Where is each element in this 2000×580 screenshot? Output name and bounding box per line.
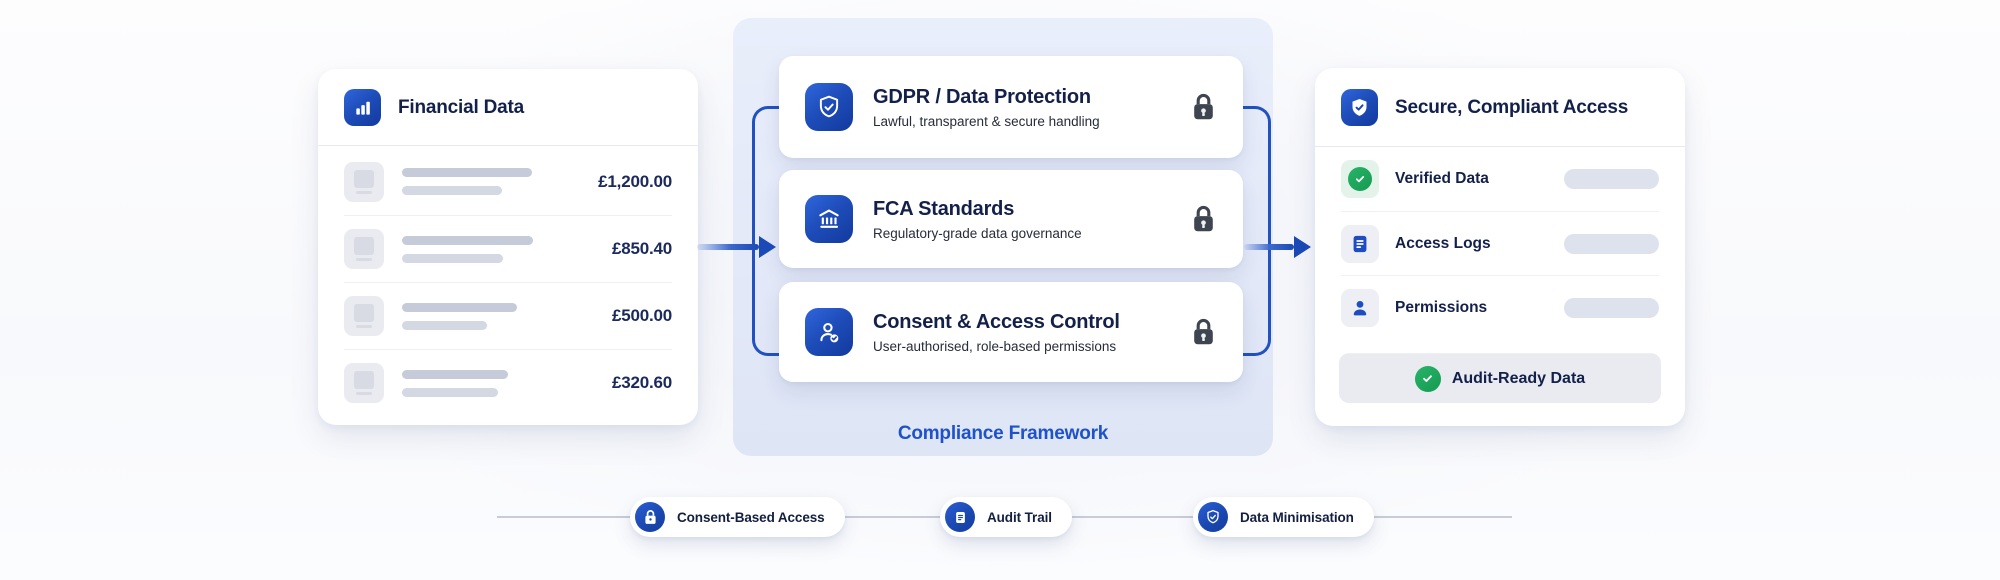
badge-label: Consent-Based Access [677, 509, 825, 525]
transaction-amount: £1,200.00 [598, 171, 672, 191]
arrow-left-to-compliance [697, 244, 759, 250]
card-text: GDPR / Data Protection Lawful, transpare… [873, 86, 1100, 129]
financial-data-header: Financial Data [318, 69, 698, 146]
arrow-compliance-to-access [1244, 244, 1294, 250]
card-title: FCA Standards [873, 197, 1015, 220]
card-subtitle: Regulatory-grade data governance [873, 225, 1082, 241]
consent-card: Consent & Access Control User-authorised… [779, 282, 1243, 382]
transaction-amount: £320.60 [611, 373, 672, 392]
card-text: Consent & Access Control User-authorised… [873, 311, 1120, 354]
document-icon [945, 502, 975, 532]
placeholder-text-bars [402, 302, 517, 330]
check-circle-icon [1341, 160, 1379, 198]
bank-icon [805, 195, 853, 243]
card-subtitle: Lawful, transparent & secure handling [873, 113, 1100, 129]
badge-label: Audit Trail [987, 509, 1052, 525]
bar-chart-icon [344, 89, 381, 126]
badge-label: Data Minimisation [1240, 509, 1354, 525]
lock-icon [635, 502, 665, 532]
right-branch-connector [1243, 106, 1271, 356]
card-title: GDPR / Data Protection [873, 85, 1091, 108]
placeholder-text-bars [402, 235, 533, 263]
document-thumbnail [344, 229, 384, 269]
document-thumbnail [344, 296, 384, 336]
access-row: Access Logs [1341, 211, 1659, 275]
card-subtitle: User-authorised, role-based permissions [873, 338, 1117, 354]
placeholder-pill [1564, 297, 1659, 318]
access-row-label: Verified Data [1395, 170, 1489, 187]
shield-check-icon [805, 83, 853, 131]
placeholder-pill [1564, 169, 1659, 189]
audit-ready-label: Audit-Ready Data [1451, 369, 1586, 387]
document-icon [1341, 224, 1379, 263]
shield-check-badge-icon [1341, 89, 1378, 126]
transaction-amount: £850.40 [611, 239, 672, 258]
document-thumbnail [344, 161, 384, 202]
lock-icon [1190, 317, 1217, 348]
placeholder-pill [1564, 233, 1659, 254]
financial-data-rows: £1,200.00 £850.40 £500.00 £320.60 [318, 146, 698, 416]
access-row-label: Access Logs [1395, 234, 1491, 252]
person-icon [1341, 288, 1379, 327]
placeholder-text-bars [402, 369, 508, 397]
lock-icon [1190, 92, 1217, 123]
lock-icon [1190, 204, 1217, 235]
financial-row: £1,200.00 [344, 148, 672, 215]
check-circle-icon [1414, 365, 1441, 392]
financial-row: £500.00 [344, 282, 672, 349]
transaction-amount: £500.00 [611, 306, 672, 325]
secure-access-title: Secure, Compliant Access [1395, 96, 1629, 118]
access-row: Verified Data [1341, 147, 1659, 211]
access-row-label: Permissions [1395, 298, 1488, 316]
fca-card: FCA Standards Regulatory-grade data gove… [779, 170, 1243, 268]
financial-data-title: Financial Data [398, 96, 525, 118]
access-row: Permissions [1341, 275, 1659, 339]
compliance-framework-label: Compliance Framework [897, 423, 1109, 444]
shield-check-icon [1198, 502, 1228, 532]
card-text: FCA Standards Regulatory-grade data gove… [873, 198, 1082, 241]
financial-row: £850.40 [344, 215, 672, 282]
left-branch-connector [752, 106, 780, 356]
consent-based-access-badge: Consent-Based Access [630, 497, 845, 537]
gdpr-card: GDPR / Data Protection Lawful, transpare… [779, 56, 1243, 158]
data-minimisation-badge: Data Minimisation [1193, 497, 1374, 537]
user-check-icon [805, 308, 853, 356]
secure-access-panel: Secure, Compliant Access Verified Data A… [1315, 68, 1685, 426]
audit-trail-badge: Audit Trail [940, 497, 1072, 537]
card-title: Consent & Access Control [873, 310, 1120, 333]
document-thumbnail [344, 363, 384, 403]
compliance-framework-container: GDPR / Data Protection Lawful, transpare… [733, 18, 1273, 456]
financial-row: £320.60 [344, 349, 672, 416]
audit-ready-badge: Audit-Ready Data [1339, 353, 1661, 403]
secure-access-header: Secure, Compliant Access [1315, 68, 1685, 147]
placeholder-text-bars [402, 168, 532, 195]
financial-data-panel: Financial Data £1,200.00 £850.40 £500.00 [318, 69, 698, 425]
